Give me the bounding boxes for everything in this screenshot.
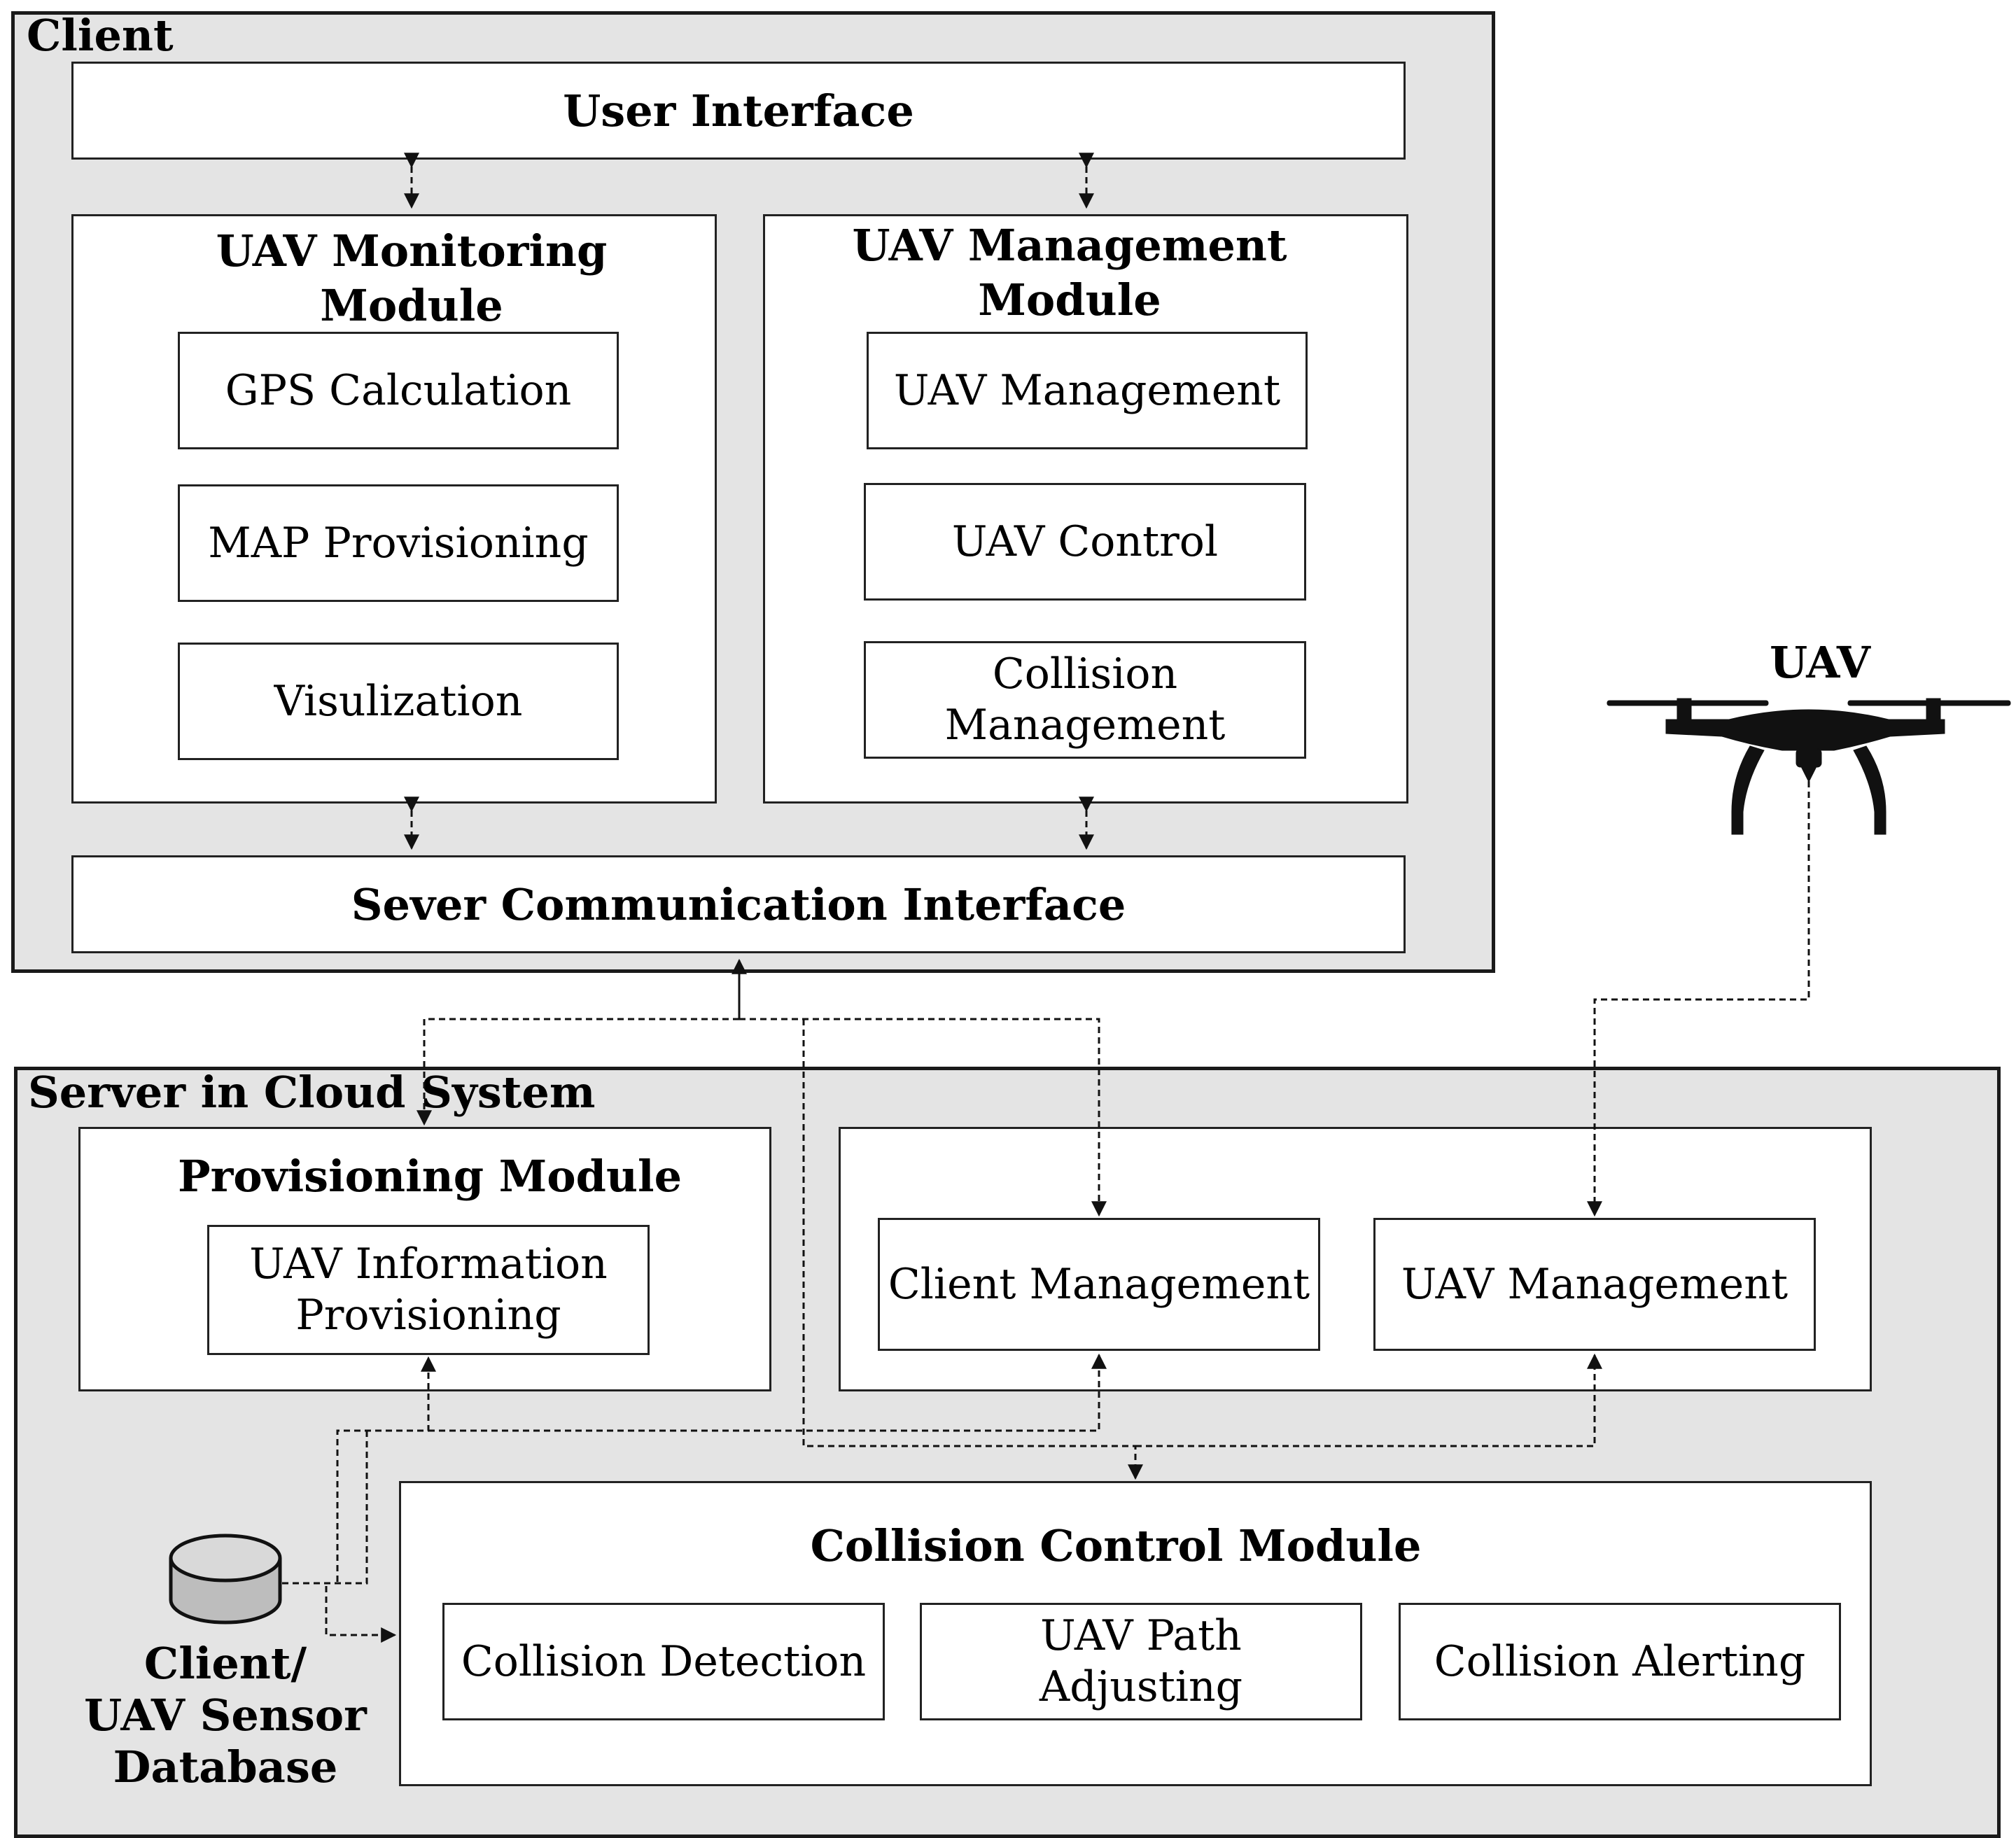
gps-calculation-box[interactable]: GPS Calculation [178,332,619,449]
collision-management-label-2: Management [944,701,1226,750]
visualization-box[interactable]: Visulization [178,643,619,760]
collision-control-module-title: Collision Control Module [810,1520,1422,1571]
uav-path-adjusting-label-2: Adjusting [1039,1662,1243,1711]
server-uav-management-box[interactable]: UAV Management [1373,1218,1816,1351]
db-collision-connector [325,1586,397,1643]
server-communication-interface-label: Sever Communication Interface [351,878,1126,930]
client-title: Client [27,10,174,61]
database-label-3: Database [113,1741,338,1793]
server-uav-management-label: UAV Management [1401,1260,1788,1309]
gps-calculation-label: GPS Calculation [225,366,572,415]
sci-client-management-connector [739,1018,1107,1217]
sci-provisioning-connector [416,1018,739,1126]
database-label-2: UAV Sensor [84,1690,367,1741]
client-uav-management-label: UAV Management [893,366,1281,415]
client-management-label: Client Management [888,1260,1310,1309]
collision-detection-label: Collision Detection [461,1637,867,1686]
uav-server-connector [1587,767,1816,1217]
uav-path-adjusting-box[interactable]: UAV Path Adjusting [920,1603,1362,1720]
user-interface-label: User Interface [563,85,914,136]
management-module-title-2: Module [978,274,1161,325]
uav-control-label: UAV Control [951,517,1219,566]
collision-alerting-label: Collision Alerting [1434,1637,1806,1686]
collision-management-label-1: Collision [992,649,1178,699]
uav-information-provisioning-label-2: Provisioning [295,1291,561,1340]
map-provisioning-box[interactable]: MAP Provisioning [178,484,619,602]
server-title: Server in Cloud System [28,1067,596,1118]
user-interface-box[interactable]: User Interface [71,62,1406,160]
db-provisioning-connector [336,1356,436,1582]
sci-collision-control-connector [802,1019,1143,1480]
database-icon [169,1534,282,1625]
database-label-1: Client/ [144,1638,307,1689]
drone-icon [1606,698,2011,835]
collision-detection-box[interactable]: Collision Detection [442,1603,885,1720]
collision-management-box[interactable]: Collision Management [864,641,1306,759]
db-client-management-connector [428,1353,1107,1432]
monitoring-module-title-2: Module [320,280,503,331]
visualization-label: Visulization [274,677,523,726]
server-communication-interface-box[interactable]: Sever Communication Interface [71,855,1406,953]
management-module-title-1: UAV Management [852,220,1287,271]
monitoring-module-title-1: UAV Monitoring [216,225,608,276]
uav-information-provisioning-box[interactable]: UAV Information Provisioning [207,1225,650,1355]
uav-control-box[interactable]: UAV Control [864,483,1306,601]
map-provisioning-label: MAP Provisioning [208,519,589,568]
uav-label: UAV [1770,637,1870,688]
uav-information-provisioning-label-1: UAV Information [249,1239,608,1289]
collision-alerting-box[interactable]: Collision Alerting [1399,1603,1841,1720]
collision-uav-management-connector [1135,1353,1602,1447]
provisioning-module-title: Provisioning Module [177,1151,682,1202]
client-uav-management-box[interactable]: UAV Management [867,332,1308,449]
uav-path-adjusting-label-1: UAV Path [1040,1611,1242,1660]
client-management-box[interactable]: Client Management [878,1218,1320,1351]
